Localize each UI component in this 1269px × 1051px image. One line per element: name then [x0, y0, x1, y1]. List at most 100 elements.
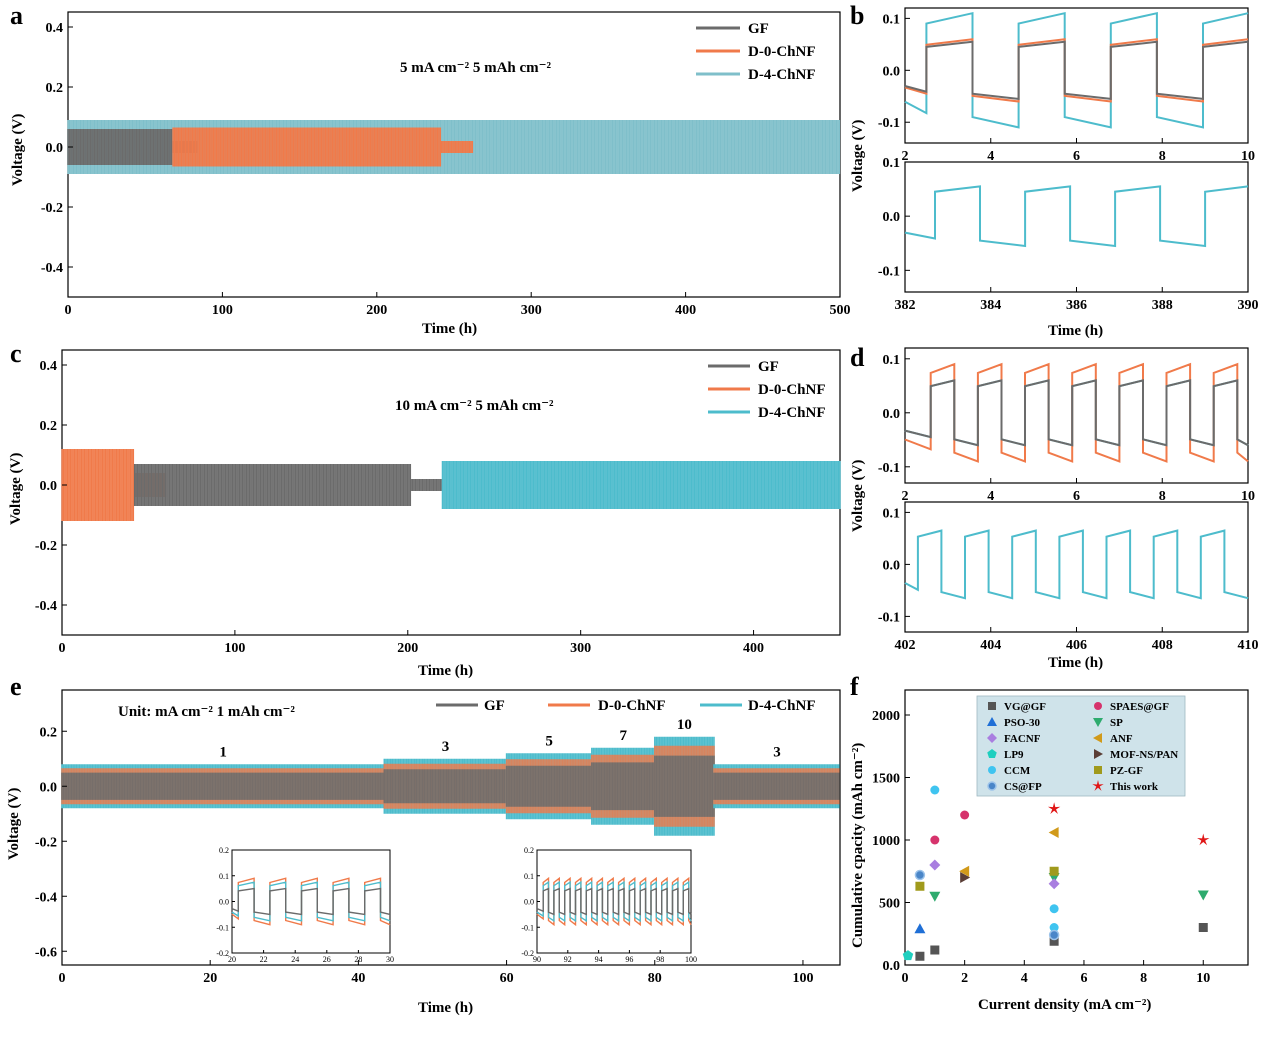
y-tick-label: -0.1 [878, 461, 900, 476]
x-tick-label: 8 [1159, 149, 1166, 164]
x-tick-label: 404 [980, 638, 1001, 653]
panel-f-frame [904, 689, 1249, 966]
panel-d-bottom-plot [904, 529, 1249, 600]
panel-d-bottom-frame [904, 501, 1249, 633]
x-tick-label: 30 [386, 955, 394, 964]
legend-label-d4: D-4-ChNF [758, 405, 826, 421]
legend-label-d4: D-4-ChNF [748, 698, 816, 714]
x-tick-label: 2 [902, 489, 909, 504]
panel-b-top-plot [904, 11, 1249, 129]
series-D-0-ChNF-band [61, 449, 135, 521]
legend-label-gf: GF [484, 698, 505, 714]
legend-marker-CCM [988, 766, 996, 774]
x-tick-label: 92 [564, 955, 572, 964]
panel-e-legend: GF D-0-ChNF D-4-ChNF [436, 698, 816, 714]
x-tick-label: 60 [500, 971, 514, 986]
series-D-0-ChNF-line [904, 362, 1249, 463]
x-tick-label: 90 [533, 955, 541, 964]
panel-d-ylabel: Voltage (V) [850, 460, 866, 532]
point-LP9 [902, 950, 914, 961]
legend-marker-CS@FP [987, 781, 997, 791]
point-ANF [959, 865, 970, 877]
point-VG@GF [930, 945, 940, 955]
legend-label-PSO-30: PSO-30 [1004, 717, 1041, 729]
point-PZ-GF [915, 881, 925, 891]
point-VG@GF [1198, 923, 1208, 932]
y-tick-label: 0.0 [46, 141, 64, 156]
step-4-gf [654, 755, 715, 817]
x-tick-label: 6 [1073, 489, 1080, 504]
x-tick-label: 406 [1066, 638, 1087, 653]
rate-label: 7 [620, 728, 628, 744]
x-tick-label: 8 [1159, 489, 1166, 504]
panel-a-legend: GF D-0-ChNF D-4-ChNF [696, 21, 816, 83]
point-SPAES@GF [930, 835, 940, 845]
x-tick-label: 28 [354, 955, 362, 964]
y-tick-label: -0.2 [35, 835, 57, 850]
panel-a-condition: 5 mA cm⁻² 5 mAh cm⁻² [400, 60, 552, 76]
x-tick-label: 400 [743, 641, 764, 656]
series-D-4-ChNF-line [904, 11, 1249, 129]
legend-label-gf: GF [758, 359, 779, 375]
legend-label-VG@GF: VG@GF [1004, 701, 1046, 713]
y-tick-label: 0.1 [883, 12, 901, 27]
x-tick-label: 10 [1196, 971, 1210, 986]
legend-label-CS@FP: CS@FP [1004, 781, 1042, 793]
legend-marker-FACNF [987, 733, 997, 743]
panel-label-f: f [850, 672, 859, 701]
legend-label-PZ-GF: PZ-GF [1110, 765, 1143, 777]
y-tick-label: 0.1 [883, 506, 901, 521]
point-CS@FP [914, 869, 926, 881]
x-tick-label: 98 [656, 955, 664, 964]
y-tick-label: 0.1 [524, 872, 534, 881]
series-D-4-ChNF-line [904, 379, 1249, 447]
panel-label-a: a [10, 1, 23, 30]
y-tick-label: 0.1 [883, 353, 901, 368]
panel-b-bottom-frame [904, 161, 1249, 293]
panel-e-frame [61, 689, 841, 966]
x-tick-label: 402 [895, 638, 916, 653]
y-tick-label: 1500 [872, 772, 900, 787]
panel-a-ylabel: Voltage (V) [10, 114, 26, 186]
y-tick-label: 0.1 [219, 872, 229, 881]
panel-a-plot [67, 120, 841, 174]
legend-label-d0: D-0-ChNF [758, 382, 826, 398]
panel-c-xlabel: Time (h) [418, 663, 473, 679]
x-tick-label: 388 [1152, 298, 1173, 313]
series-D-0-ChNF-line [904, 38, 1249, 103]
panel-b-xlabel: Time (h) [1048, 323, 1103, 339]
panel-b-top-frame [904, 7, 1249, 144]
x-tick-label: 24 [291, 955, 299, 964]
point-PZ-GF [1049, 866, 1059, 876]
x-tick-label: 384 [980, 298, 1001, 313]
series-GF-band [133, 464, 412, 506]
rate-label: 3 [773, 744, 781, 760]
x-tick-label: 300 [521, 303, 542, 318]
rate-label: 3 [442, 739, 450, 755]
x-tick-label: 8 [1140, 971, 1147, 986]
x-tick-label: 100 [685, 955, 697, 964]
x-tick-label: 100 [792, 971, 813, 986]
x-tick-label: 4 [1021, 971, 1028, 986]
y-tick-label: -0.4 [35, 890, 57, 905]
series-D-4-ChNF-line [904, 529, 1249, 600]
x-tick-label: 96 [625, 955, 633, 964]
series-D-4-ChNF-band [441, 461, 841, 509]
panel-b-bottom-plot [904, 185, 1249, 248]
y-tick-label: -0.2 [521, 949, 534, 958]
point-VG@GF [1049, 936, 1059, 946]
panel-c-legend: GF D-0-ChNF D-4-ChNF [708, 359, 826, 421]
panel-c-plot [61, 449, 841, 521]
y-tick-label: 0.4 [40, 359, 58, 374]
y-tick-label: -0.1 [216, 923, 229, 932]
y-tick-label: -0.2 [41, 201, 63, 216]
panel-d-top-frame [904, 347, 1249, 484]
y-tick-label: 0.2 [219, 846, 229, 855]
legend-label-d0: D-0-ChNF [598, 698, 666, 714]
